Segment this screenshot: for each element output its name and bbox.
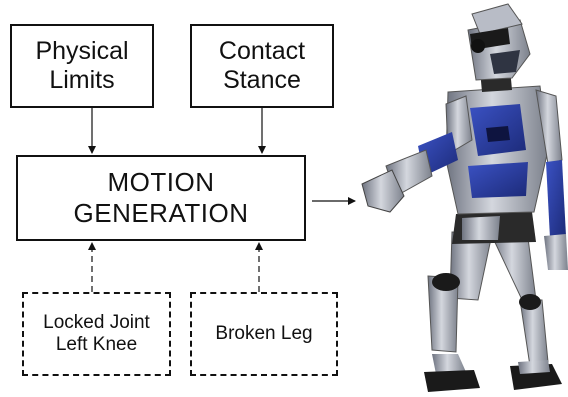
motion-generation-label-2: GENERATION: [73, 198, 249, 228]
physical-limits-box: Physical Limits: [10, 24, 154, 108]
contact-stance-label-1: Contact: [218, 36, 306, 65]
locked-joint-label-2: Left Knee: [55, 334, 138, 355]
contact-stance-box: Contact Stance: [190, 24, 334, 108]
motion-generation-box: MOTION GENERATION: [16, 155, 306, 241]
physical-limits-label-2: Limits: [49, 66, 115, 94]
broken-leg-box: Broken Leg: [190, 292, 338, 376]
broken-leg-label: Broken Leg: [215, 322, 313, 344]
motion-generation-label-1: MOTION: [107, 167, 215, 198]
locked-joint-label-1: Locked Joint: [43, 311, 150, 333]
locked-joint-box: Locked Joint Left Knee: [22, 292, 171, 376]
contact-stance-label-2: Stance: [223, 66, 301, 94]
physical-limits-label-1: Physical: [35, 36, 129, 65]
